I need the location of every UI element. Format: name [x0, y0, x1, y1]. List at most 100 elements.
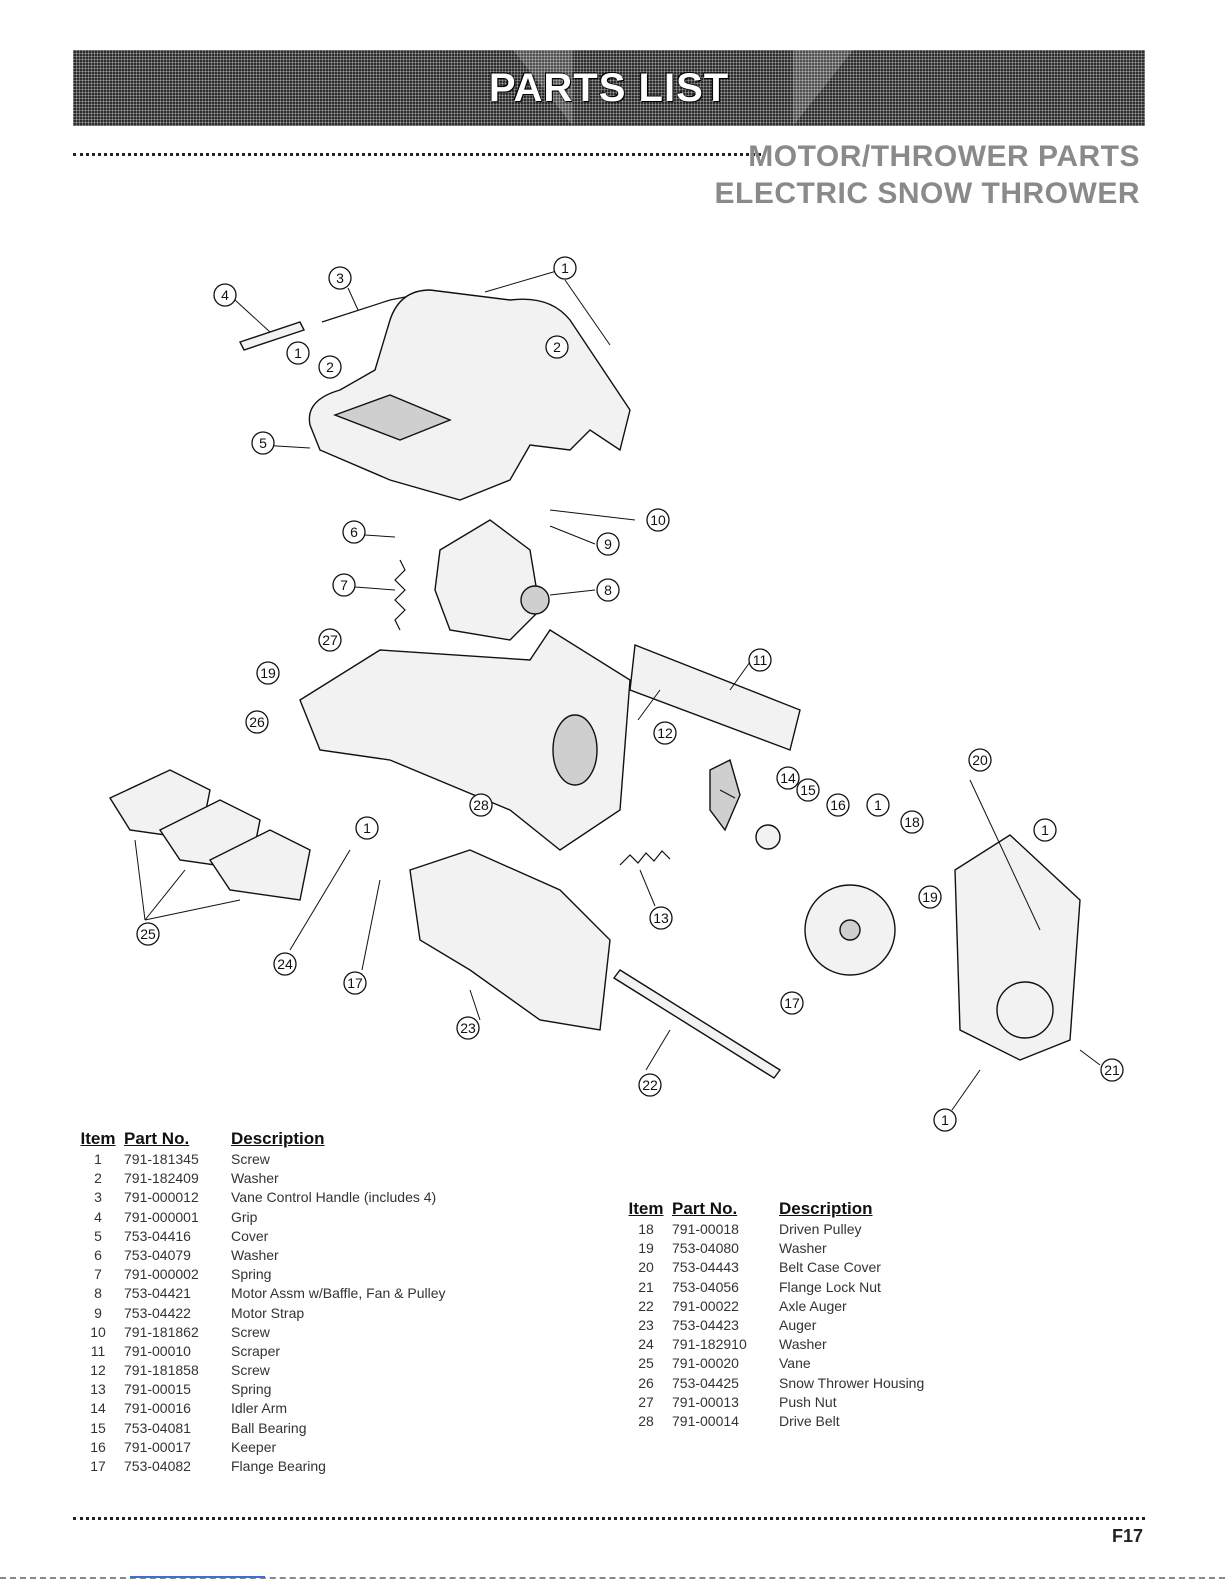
spring-shape — [394, 559, 406, 631]
diagram-illustration — [108, 289, 1081, 1079]
callout-1-cover-top: 1 — [1033, 818, 1057, 842]
callout-2-handle: 2 — [318, 355, 342, 379]
cell-description: Screw — [231, 1151, 270, 1167]
grip-shape — [239, 321, 305, 351]
cell-part-no: 753-04081 — [124, 1419, 191, 1436]
cell-item: 12 — [90, 1362, 106, 1379]
callout-15: 15 — [796, 778, 820, 802]
callout-13: 13 — [649, 906, 673, 930]
vane-3 — [208, 829, 311, 901]
cell-item: 23 — [638, 1316, 654, 1333]
cell-item: 19 — [638, 1240, 654, 1257]
footer-divider — [73, 1517, 1145, 1520]
cell-description: Vane Control Handle (includes 4) — [231, 1189, 437, 1206]
callout-11: 11 — [748, 648, 772, 672]
cell-part-no: 791-000012 — [124, 1189, 199, 1206]
svg-text:3: 3 — [336, 270, 344, 286]
cell-item: 8 — [94, 1285, 102, 1302]
callout-22: 22 — [638, 1073, 662, 1097]
cell-item: 10 — [90, 1323, 106, 1340]
callout-20: 20 — [968, 748, 992, 772]
callout-3: 3 — [328, 266, 352, 290]
cell-description: Cover — [231, 1227, 269, 1244]
cell-part-no: 791-00022 — [672, 1297, 739, 1314]
cover-window — [333, 394, 452, 441]
section-title-line1: MOTOR/THROWER PARTS — [748, 140, 1140, 173]
cell-part-no: 791-00016 — [124, 1400, 191, 1417]
cell-part-no: 753-04056 — [672, 1278, 739, 1295]
table-header: Item Part No. Description — [72, 1128, 531, 1150]
callout-9: 9 — [596, 532, 620, 556]
callout-12: 12 — [653, 721, 677, 745]
bottom-edge-strip — [0, 1577, 1225, 1579]
svg-text:21: 21 — [1104, 1062, 1120, 1078]
svg-text:5: 5 — [259, 435, 267, 451]
cell-description: Scraper — [231, 1342, 281, 1359]
svg-text:9: 9 — [604, 536, 612, 552]
cell-part-no: 791-00017 — [124, 1438, 191, 1455]
cell-part-no: 753-04425 — [672, 1374, 739, 1391]
callout-19-right: 19 — [918, 885, 942, 909]
svg-text:1: 1 — [941, 1112, 949, 1128]
cell-part-no: 791-000002 — [124, 1266, 199, 1283]
cell-item: 16 — [90, 1438, 106, 1455]
cell-part-no: 791-00013 — [672, 1393, 739, 1410]
motor-pulley — [520, 585, 550, 615]
banner-title: PARTS LIST — [488, 65, 730, 110]
callout-18: 18 — [900, 810, 924, 834]
cell-item: 17 — [90, 1458, 106, 1474]
cell-description: Push Nut — [779, 1393, 837, 1410]
cell-description: Auger — [779, 1316, 817, 1333]
svg-text:23: 23 — [460, 1020, 476, 1036]
cell-description: Driven Pulley — [779, 1221, 862, 1237]
parts-list-banner: PARTS LIST — [73, 50, 1145, 126]
cell-item: 25 — [638, 1355, 654, 1372]
callout-2-top: 2 — [545, 335, 569, 359]
driven-pulley-hub — [839, 919, 861, 941]
cell-item: 15 — [90, 1419, 106, 1436]
svg-text:1: 1 — [874, 797, 882, 813]
svg-text:1: 1 — [363, 820, 371, 836]
callout-26: 26 — [245, 710, 269, 734]
cell-item: 4 — [94, 1208, 102, 1225]
ball-bearing-shape — [755, 824, 781, 850]
callouts: 4 3 1 1 2 2 5 10 6 9 7 8 27 11 19 26 12 … — [136, 256, 1124, 1132]
cell-part-no: 753-04443 — [672, 1259, 739, 1276]
cell-part-no: 791-00014 — [672, 1412, 739, 1429]
svg-text:19: 19 — [260, 665, 276, 681]
idler-arm-shape — [709, 758, 741, 832]
svg-text:2: 2 — [326, 359, 334, 375]
banner-decoration-left — [513, 50, 573, 126]
cell-description: Spring — [231, 1381, 272, 1398]
cell-item: 2 — [94, 1170, 102, 1187]
cell-part-no: 753-04421 — [124, 1285, 191, 1302]
cell-item: 5 — [94, 1227, 102, 1244]
callout-4: 4 — [213, 283, 237, 307]
svg-text:15: 15 — [800, 782, 816, 798]
callout-16: 16 — [826, 793, 850, 817]
cell-item: 11 — [90, 1342, 106, 1359]
cell-description: Screw — [231, 1362, 270, 1379]
svg-text:27: 27 — [322, 632, 338, 648]
cell-part-no: 791-182409 — [124, 1170, 199, 1187]
svg-text:16: 16 — [830, 797, 846, 813]
cell-part-no: 791-181345 — [124, 1151, 199, 1167]
cell-description: Belt Case Cover — [779, 1259, 881, 1276]
cell-description: Washer — [231, 1246, 279, 1263]
cell-part-no: 753-04423 — [672, 1316, 739, 1333]
callout-1-top: 1 — [553, 256, 577, 280]
svg-text:1: 1 — [1041, 822, 1049, 838]
